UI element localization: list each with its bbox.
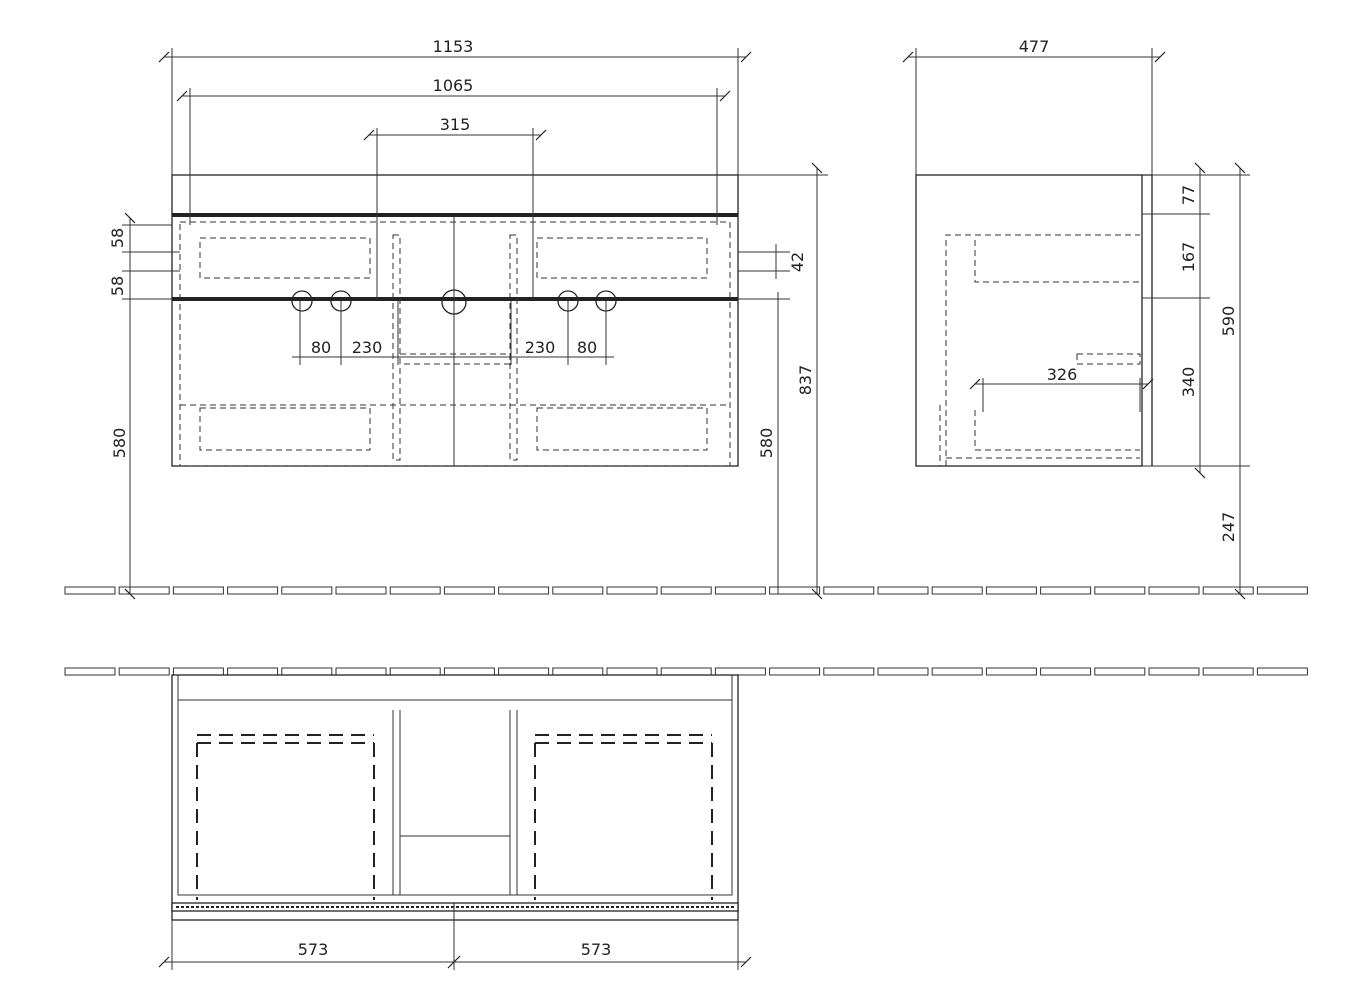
dim-top-offset: 58 bbox=[108, 228, 127, 248]
dim-lower-drawer: 340 bbox=[1179, 367, 1198, 398]
dim-floor-clearance: 247 bbox=[1219, 512, 1238, 543]
dim-height-total: 837 bbox=[796, 365, 815, 396]
floor-tile bbox=[1040, 586, 1092, 595]
dim-depth: 477 bbox=[1019, 37, 1050, 56]
dim-tap-spacing: 315 bbox=[440, 115, 471, 134]
floor-tile bbox=[769, 667, 821, 676]
hidden-drawer bbox=[199, 407, 371, 451]
front-view: 1153 1065 315 58 58 42 80 230 230 80 580… bbox=[108, 37, 828, 600]
dim-basin-span: 1065 bbox=[433, 76, 474, 95]
floor-tile bbox=[1256, 667, 1308, 676]
floor-tile bbox=[714, 667, 766, 676]
floor-tile bbox=[985, 667, 1037, 676]
plan-view: 573 573 bbox=[158, 674, 752, 970]
side-view: 477 77 167 340 590 247 326 bbox=[902, 37, 1250, 600]
dim-drawer-width-right: 573 bbox=[581, 940, 612, 959]
floor-tile bbox=[227, 586, 279, 595]
floor-tile bbox=[118, 586, 170, 595]
floor-tile bbox=[172, 667, 224, 676]
dim-upper-drawer: 167 bbox=[1179, 242, 1198, 273]
floor-tile bbox=[443, 586, 495, 595]
dim-top-band: 77 bbox=[1179, 185, 1198, 205]
dim-drawer-gap: 42 bbox=[788, 252, 807, 272]
dim-top-offset: 58 bbox=[108, 276, 127, 296]
floor-tile bbox=[660, 586, 712, 595]
floor-tile bbox=[227, 667, 279, 676]
floor-tile bbox=[281, 586, 333, 595]
hidden-drawer bbox=[536, 237, 708, 279]
floor-tile bbox=[877, 667, 929, 676]
floor-tile bbox=[877, 586, 929, 595]
dim-overall-width: 1153 bbox=[433, 37, 474, 56]
dim-height: 590 bbox=[1219, 306, 1238, 337]
floor-tile bbox=[606, 586, 658, 595]
floor-tile bbox=[931, 586, 983, 595]
floor-tile bbox=[389, 667, 441, 676]
hidden-body bbox=[179, 221, 731, 467]
floor-tile bbox=[931, 667, 983, 676]
dim-hole: 230 bbox=[352, 338, 383, 357]
floor-tile bbox=[1148, 667, 1200, 676]
floor-tile bbox=[769, 586, 821, 595]
floor-line-lower bbox=[64, 667, 1308, 676]
dim-hole: 230 bbox=[525, 338, 556, 357]
floor-tile bbox=[823, 586, 875, 595]
floor-tile bbox=[443, 667, 495, 676]
floor-tile bbox=[1094, 586, 1146, 595]
floor-tile bbox=[1094, 667, 1146, 676]
floor-line-upper bbox=[64, 586, 1308, 595]
floor-tile bbox=[281, 667, 333, 676]
floor-tile bbox=[714, 586, 766, 595]
floor-tile bbox=[118, 667, 170, 676]
tap-hole-icon bbox=[291, 290, 313, 312]
floor-tile bbox=[498, 586, 550, 595]
drain-hole-icon bbox=[441, 289, 467, 315]
floor-tile bbox=[389, 586, 441, 595]
floor-tile bbox=[1202, 667, 1254, 676]
dim-hole: 80 bbox=[577, 338, 597, 357]
floor-tile bbox=[660, 667, 712, 676]
floor-tile bbox=[823, 667, 875, 676]
floor-tile bbox=[552, 667, 604, 676]
floor-tile bbox=[498, 667, 550, 676]
plan-outline bbox=[171, 674, 739, 921]
side-outline bbox=[915, 174, 1143, 467]
floor-tile bbox=[1202, 586, 1254, 595]
dim-height-right: 580 bbox=[757, 428, 776, 459]
dim-height-left: 580 bbox=[110, 428, 129, 459]
floor-tile bbox=[985, 586, 1037, 595]
floor-tile bbox=[64, 586, 116, 595]
dim-hole: 80 bbox=[311, 338, 331, 357]
dim-inner-depth: 326 bbox=[1047, 365, 1078, 384]
dim-drawer-width-left: 573 bbox=[298, 940, 329, 959]
floor-tile bbox=[1256, 586, 1308, 595]
hidden-drawer bbox=[536, 407, 708, 451]
floor-tile bbox=[606, 667, 658, 676]
floor-tile bbox=[1040, 667, 1092, 676]
hidden-drawer bbox=[199, 237, 371, 279]
cabinet-outline bbox=[171, 174, 739, 467]
floor-tile bbox=[64, 667, 116, 676]
floor-tile bbox=[172, 586, 224, 595]
floor-tile bbox=[335, 586, 387, 595]
floor-tile bbox=[1148, 586, 1200, 595]
floor-tile bbox=[335, 667, 387, 676]
floor-tile bbox=[552, 586, 604, 595]
